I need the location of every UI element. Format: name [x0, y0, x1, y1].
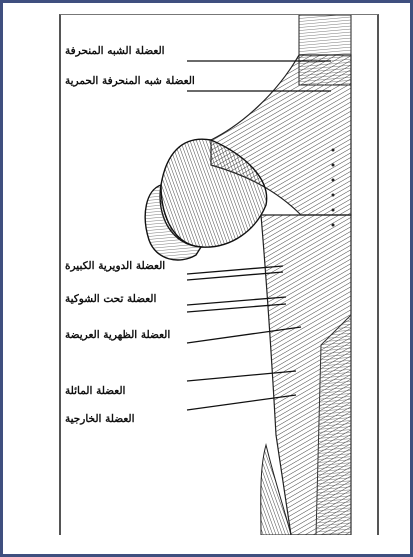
label-latissimus-dorsi: العضلة الظهرية العريضة — [65, 329, 170, 341]
label-teres-major: العضلة الدويرية الكبيرة — [65, 260, 165, 272]
back-muscle-illustration — [61, 15, 377, 535]
lumbar-fascia — [316, 315, 351, 535]
label-trapezius: العضلة الشبه المنحرفة — [65, 45, 165, 57]
label-infraspinatus: العضلة تحت الشوكية — [65, 293, 156, 305]
label-external: العضلة الخارجية — [65, 413, 135, 425]
label-oblique: العضلة المائلة — [65, 385, 125, 397]
diagram-panel — [59, 14, 379, 535]
label-upper-trapezius: العضلة شبه المنحرفة الحمرية — [65, 75, 195, 87]
